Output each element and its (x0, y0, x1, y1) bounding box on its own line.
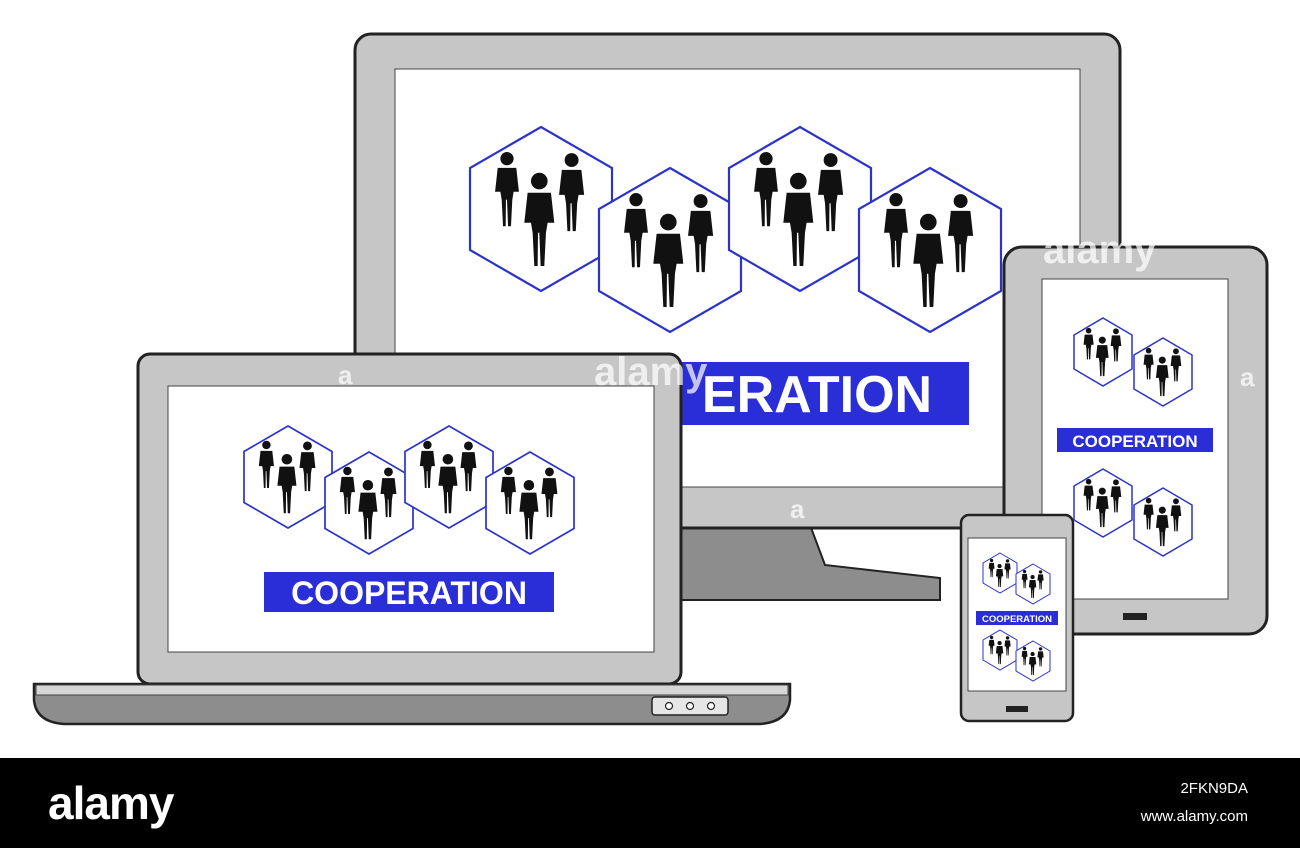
hexagon-icon (857, 166, 1003, 334)
hexagon-icon (1133, 487, 1193, 557)
hexagon-icon (727, 125, 873, 293)
hexagon-icon (1015, 563, 1051, 605)
monitor: ERATION (353, 32, 1122, 601)
hexagon-icon (1015, 640, 1051, 682)
laptop: COOPERATION (32, 352, 792, 726)
hexagon-icon (982, 552, 1018, 594)
monitor-label-box (672, 362, 969, 425)
hexagon-icon (1073, 468, 1133, 538)
tablet-label-box (1057, 428, 1213, 452)
hexagon-icon (982, 629, 1018, 671)
laptop-label: COOPERATION (291, 575, 527, 611)
footer-logo: alamy (48, 777, 174, 829)
hexagon-icon (1073, 317, 1133, 387)
monitor-hex-row (468, 125, 1003, 334)
phone-home-button (1006, 706, 1028, 712)
hexagon-icon (485, 451, 575, 555)
footer-image-id: 2FKN9DA (1180, 780, 1248, 797)
footer-url: www.alamy.com (1140, 808, 1248, 825)
footer-bar: alamy 2FKN9DA www.alamy.com (0, 758, 1300, 848)
hexagon-icon (404, 425, 494, 529)
hexagon-icon (243, 425, 333, 529)
monitor-stand (679, 524, 941, 601)
devices-illustration: ERATION COOPERATION (32, 32, 1269, 726)
laptop-ports (651, 696, 729, 716)
tablet-home-button (1123, 613, 1147, 620)
phone: COOPERATION (959, 513, 1075, 723)
phone-label: COOPERATION (982, 614, 1052, 625)
tablet-label: COOPERATION (1072, 432, 1197, 451)
hexagon-icon (1133, 337, 1193, 407)
laptop-label-box (264, 572, 554, 612)
phone-label-box (976, 611, 1058, 625)
monitor-label: ERATION (702, 366, 932, 424)
hexagon-icon (468, 125, 614, 293)
